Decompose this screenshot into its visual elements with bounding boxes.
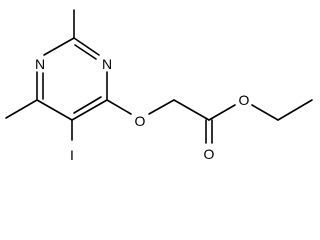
atom-ether-oxygen: O	[135, 113, 146, 129]
bond-carbonyl-ester-oxygen	[208, 104, 236, 121]
bond-c2-n1	[43, 37, 75, 56]
bond-ethyl	[277, 99, 313, 121]
molecule-diagram: N N O I O O	[5, 9, 313, 163]
bond-c4-oxygen	[106, 99, 132, 115]
bond-ester-oxygen-ch2	[251, 104, 279, 121]
pyrimidine-ring	[36, 37, 108, 121]
atom-carbonyl-oxygen: O	[204, 146, 215, 162]
bond-c5-c4-inner	[73, 96, 102, 114]
atom-ester-oxygen: O	[239, 92, 250, 108]
bond-c6-c5	[36, 99, 73, 121]
atom-iodine: I	[70, 147, 74, 163]
atom-labels: N N O I O O	[35, 56, 250, 163]
substituent-bonds	[5, 9, 313, 144]
atom-n3: N	[102, 56, 112, 72]
bond-c5-c4	[71, 99, 108, 121]
bond-c2-n3-inner	[74, 44, 97, 60]
bond-oxygen-ch2	[148, 99, 175, 115]
atom-n1: N	[35, 56, 45, 72]
bond-ch2-carbonyl	[173, 99, 210, 121]
bond-c2-n3	[73, 37, 100, 56]
bond-c6-methyl	[5, 99, 38, 119]
